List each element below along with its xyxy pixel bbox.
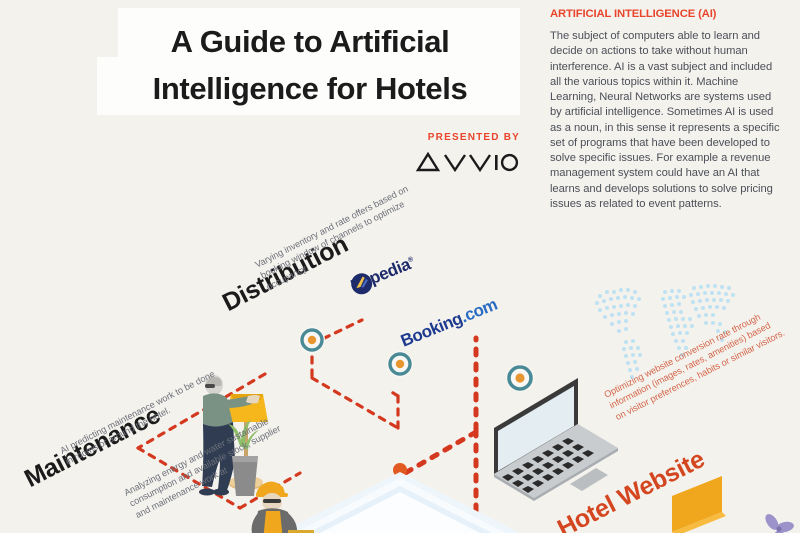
pinwheel-icon — [765, 514, 794, 533]
network-node — [387, 351, 413, 377]
title-line-1: A Guide to Artificial — [170, 24, 450, 59]
illustration-maintenance-worker — [251, 481, 314, 533]
isometric-diagram: Expedia® Booking.com Distribution Varyin… — [0, 184, 800, 533]
expedia-mark-icon — [351, 273, 373, 295]
isometric-monitor — [672, 476, 726, 533]
isometric-laptop — [494, 378, 618, 501]
isometric-hotel-base — [280, 472, 520, 533]
presented-by-label: PRESENTED BY — [427, 132, 520, 143]
title-backdrop-bottom — [97, 57, 520, 115]
title-line-2: Intelligence for Hotels — [152, 71, 468, 106]
dotted-world-map — [595, 284, 735, 379]
illustration-person-fixing-lamp — [199, 375, 268, 496]
ai-definition-body: The subject of computers able to learn a… — [550, 30, 780, 210]
avvio-logo-mark — [416, 151, 519, 173]
junction-dot — [393, 463, 407, 477]
ai-definition-heading: ARTIFICIAL INTELLIGENCE (AI) — [550, 8, 717, 20]
page-title: A Guide to Artificial Intelligence for H… — [100, 18, 520, 112]
logo-expedia: Expedia® — [348, 253, 418, 297]
network-node — [506, 364, 534, 392]
ai-definition-panel: ARTIFICIAL INTELLIGENCE (AI) The subject… — [550, 8, 782, 212]
network-node — [299, 327, 325, 353]
avvio-logo: AVVIO — [300, 150, 520, 174]
